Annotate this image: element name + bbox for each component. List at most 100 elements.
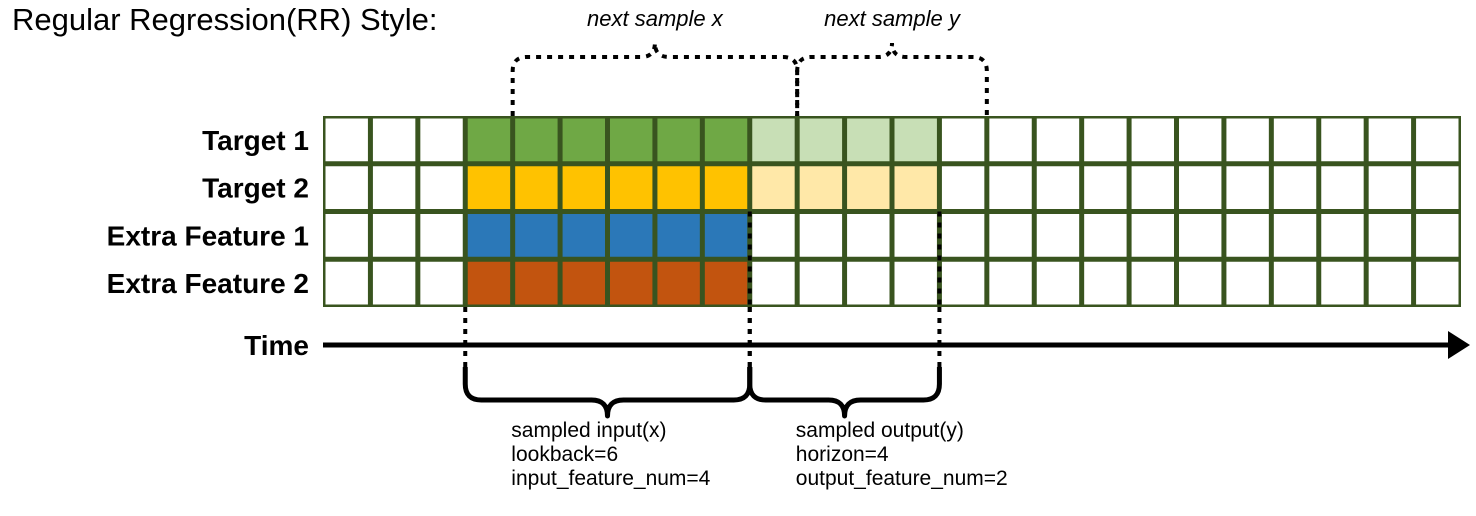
grid-cell[interactable] xyxy=(515,214,558,257)
grid-cell[interactable] xyxy=(941,166,985,209)
grid-cell[interactable] xyxy=(1321,166,1364,209)
grid-cell[interactable] xyxy=(1084,166,1127,209)
grid-cell[interactable] xyxy=(894,166,937,209)
grid-cell[interactable] xyxy=(420,261,463,305)
grid-cell[interactable] xyxy=(610,166,653,209)
grid-cell[interactable] xyxy=(941,261,985,305)
grid-cell[interactable] xyxy=(1131,166,1174,209)
grid-cell[interactable] xyxy=(657,166,700,209)
grid-cell[interactable] xyxy=(704,214,748,257)
grid-cell[interactable] xyxy=(610,261,653,305)
grid-cell[interactable] xyxy=(325,118,368,162)
grid-cell[interactable] xyxy=(1416,166,1459,209)
grid-cell[interactable] xyxy=(1368,261,1412,305)
grid-cell[interactable] xyxy=(1416,214,1459,257)
grid-cell[interactable] xyxy=(847,261,890,305)
grid-cell[interactable] xyxy=(989,261,1032,305)
grid-cell[interactable] xyxy=(799,166,843,209)
grid-cell[interactable] xyxy=(847,118,890,162)
grid-cell[interactable] xyxy=(799,261,843,305)
grid-cell[interactable] xyxy=(1226,166,1269,209)
grid-cell[interactable] xyxy=(372,214,416,257)
grid-cell[interactable] xyxy=(752,118,795,162)
grid-cell[interactable] xyxy=(1226,261,1269,305)
grid-cell[interactable] xyxy=(1321,118,1364,162)
grid-cell[interactable] xyxy=(515,261,558,305)
grid-cell[interactable] xyxy=(372,261,416,305)
grid-cell[interactable] xyxy=(704,166,748,209)
grid-cell[interactable] xyxy=(325,261,368,305)
grid-cell[interactable] xyxy=(1368,166,1412,209)
grid-cell[interactable] xyxy=(657,261,700,305)
grid-cell[interactable] xyxy=(1416,261,1459,305)
grid-cell[interactable] xyxy=(1273,214,1317,257)
grid-cell[interactable] xyxy=(1084,214,1127,257)
grid-cell[interactable] xyxy=(325,214,368,257)
brace-label-next-sample-x: next sample x xyxy=(587,6,724,31)
grid-cell[interactable] xyxy=(799,214,843,257)
grid-cell[interactable] xyxy=(894,214,937,257)
grid-cell[interactable] xyxy=(562,261,605,305)
grid-cell[interactable] xyxy=(1036,166,1080,209)
grid-cell[interactable] xyxy=(1036,214,1080,257)
grid-cell[interactable] xyxy=(1179,166,1222,209)
grid-cell[interactable] xyxy=(1273,166,1317,209)
grid-cell[interactable] xyxy=(1131,261,1174,305)
grid-cell[interactable] xyxy=(420,166,463,209)
grid-cell[interactable] xyxy=(704,261,748,305)
grid-cell[interactable] xyxy=(752,214,795,257)
grid-cell[interactable] xyxy=(847,214,890,257)
grid-cell[interactable] xyxy=(989,166,1032,209)
grid-cell[interactable] xyxy=(1416,118,1459,162)
grid-cell[interactable] xyxy=(372,118,416,162)
grid-cell[interactable] xyxy=(467,214,511,257)
grid-cell[interactable] xyxy=(1036,118,1080,162)
grid-cell[interactable] xyxy=(989,214,1032,257)
grid-cell[interactable] xyxy=(515,166,558,209)
brace-label-next-sample-y: next sample y xyxy=(824,6,962,31)
grid-cell[interactable] xyxy=(894,118,937,162)
grid-cell[interactable] xyxy=(1179,214,1222,257)
grid-cell[interactable] xyxy=(467,261,511,305)
grid-cell[interactable] xyxy=(467,166,511,209)
grid-cell[interactable] xyxy=(752,166,795,209)
grid-cell[interactable] xyxy=(704,118,748,162)
grid-cell[interactable] xyxy=(610,118,653,162)
grid-cell[interactable] xyxy=(610,214,653,257)
grid-cell[interactable] xyxy=(562,214,605,257)
grid-cell[interactable] xyxy=(657,214,700,257)
grid-cell[interactable] xyxy=(1084,118,1127,162)
grid-cell[interactable] xyxy=(562,166,605,209)
grid-cell[interactable] xyxy=(515,118,558,162)
grid-cell[interactable] xyxy=(941,214,985,257)
grid-cell[interactable] xyxy=(1036,261,1080,305)
grid-cell[interactable] xyxy=(752,261,795,305)
grid-cell[interactable] xyxy=(1368,214,1412,257)
caption-line: output_feature_num=2 xyxy=(796,467,1008,490)
grid-cell[interactable] xyxy=(1179,118,1222,162)
grid-cell[interactable] xyxy=(894,261,937,305)
grid-cell[interactable] xyxy=(799,118,843,162)
grid-cell[interactable] xyxy=(847,166,890,209)
grid-cell[interactable] xyxy=(1084,261,1127,305)
grid-cell[interactable] xyxy=(325,166,368,209)
grid-cell[interactable] xyxy=(1131,214,1174,257)
grid-cell[interactable] xyxy=(1321,214,1364,257)
grid-cell[interactable] xyxy=(657,118,700,162)
grid-cell[interactable] xyxy=(1321,261,1364,305)
grid-cell[interactable] xyxy=(1226,214,1269,257)
grid-cell[interactable] xyxy=(467,118,511,162)
grid-cell[interactable] xyxy=(1179,261,1222,305)
grid-cell[interactable] xyxy=(420,118,463,162)
grid-cell[interactable] xyxy=(1131,118,1174,162)
grid-cell[interactable] xyxy=(989,118,1032,162)
grid-cell[interactable] xyxy=(420,214,463,257)
grid-cell[interactable] xyxy=(941,118,985,162)
grid-cell[interactable] xyxy=(1273,261,1317,305)
grid-cell[interactable] xyxy=(562,118,605,162)
grid-cell[interactable] xyxy=(372,166,416,209)
grid-cell[interactable] xyxy=(1368,118,1412,162)
grid-cell[interactable] xyxy=(1226,118,1269,162)
grid-cell[interactable] xyxy=(1273,118,1317,162)
